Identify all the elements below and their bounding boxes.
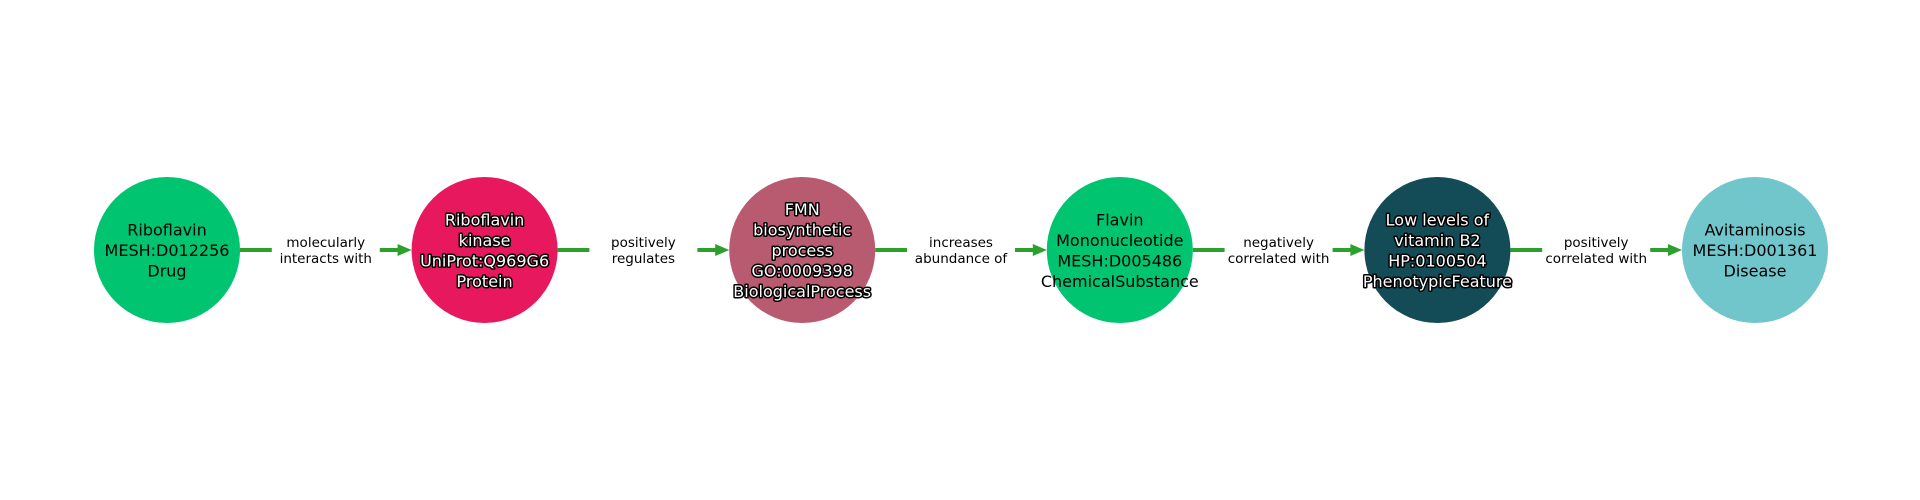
node-label: Riboflavin — [127, 221, 206, 240]
node-label: Avitaminosis — [1704, 221, 1805, 240]
arrowhead-icon — [715, 244, 730, 256]
node-circle[interactable] — [1682, 177, 1828, 323]
arrowhead-icon — [397, 244, 412, 256]
node-label: HP:0100504 — [1388, 251, 1486, 270]
arrowhead-icon — [1668, 244, 1682, 256]
edge-label: molecularly — [286, 235, 365, 251]
node-label: FMN — [785, 200, 820, 219]
node-label: vitamin B2 — [1394, 231, 1480, 250]
node-label: Flavin — [1096, 210, 1144, 229]
edge-label: correlated with — [1228, 251, 1330, 267]
node-label: PhenotypicFeature — [1363, 272, 1512, 291]
node-label: kinase — [459, 231, 511, 250]
node-label: Riboflavin — [445, 210, 524, 229]
node-label: Mononucleotide — [1056, 231, 1183, 250]
edge-label: increases — [929, 235, 993, 251]
node-label: Disease — [1724, 262, 1787, 281]
node-label: process — [771, 241, 832, 260]
nodes-layer: RiboflavinMESH:D012256DrugRiboflavinkina… — [94, 177, 1828, 323]
edge-label: positively — [1564, 235, 1629, 251]
node-label: BiologicalProcess — [733, 282, 871, 301]
node-low-levels-of-vitamin-b2[interactable]: Low levels of vitamin B2HP:0100504Phenoty… — [1361, 177, 1513, 323]
node-label: biosynthetic — [753, 221, 851, 240]
edge-label: regulates — [612, 251, 675, 267]
node-circle[interactable] — [411, 177, 558, 323]
edge-label: interacts with — [280, 251, 372, 267]
arrowhead-icon — [1350, 244, 1365, 256]
node-label: UniProt:Q969G6 — [420, 251, 549, 270]
edge-label: abundance of — [915, 251, 1009, 267]
node-label: Protein — [457, 272, 513, 291]
node-label: ChemicalSubstance — [1041, 272, 1199, 291]
node-label: MESH:D005486 — [1057, 251, 1182, 270]
node-label: MESH:D001361 — [1693, 241, 1818, 260]
arrowhead-icon — [1032, 244, 1047, 256]
node-label: MESH:D012256 — [105, 241, 230, 260]
node-flavin-mononucleotide[interactable]: FlavinMononucleotideMESH:D005486Chemical… — [1041, 177, 1199, 323]
node-circle[interactable] — [729, 177, 876, 323]
node-circle[interactable] — [1046, 177, 1193, 323]
node-circle[interactable] — [1364, 177, 1511, 323]
node-label: Low levels of — [1386, 210, 1490, 229]
node-label: GO:0009398 — [752, 262, 853, 281]
node-circle[interactable] — [94, 177, 240, 323]
edge-label: negatively — [1243, 235, 1314, 251]
node-label: Drug — [147, 262, 186, 281]
node-fmn-biosynthetic-process[interactable]: FMN biosyntheticprocessGO:0009398Biologic… — [729, 177, 876, 323]
edge-label: positively — [611, 235, 676, 251]
edge-label: correlated with — [1545, 251, 1647, 267]
